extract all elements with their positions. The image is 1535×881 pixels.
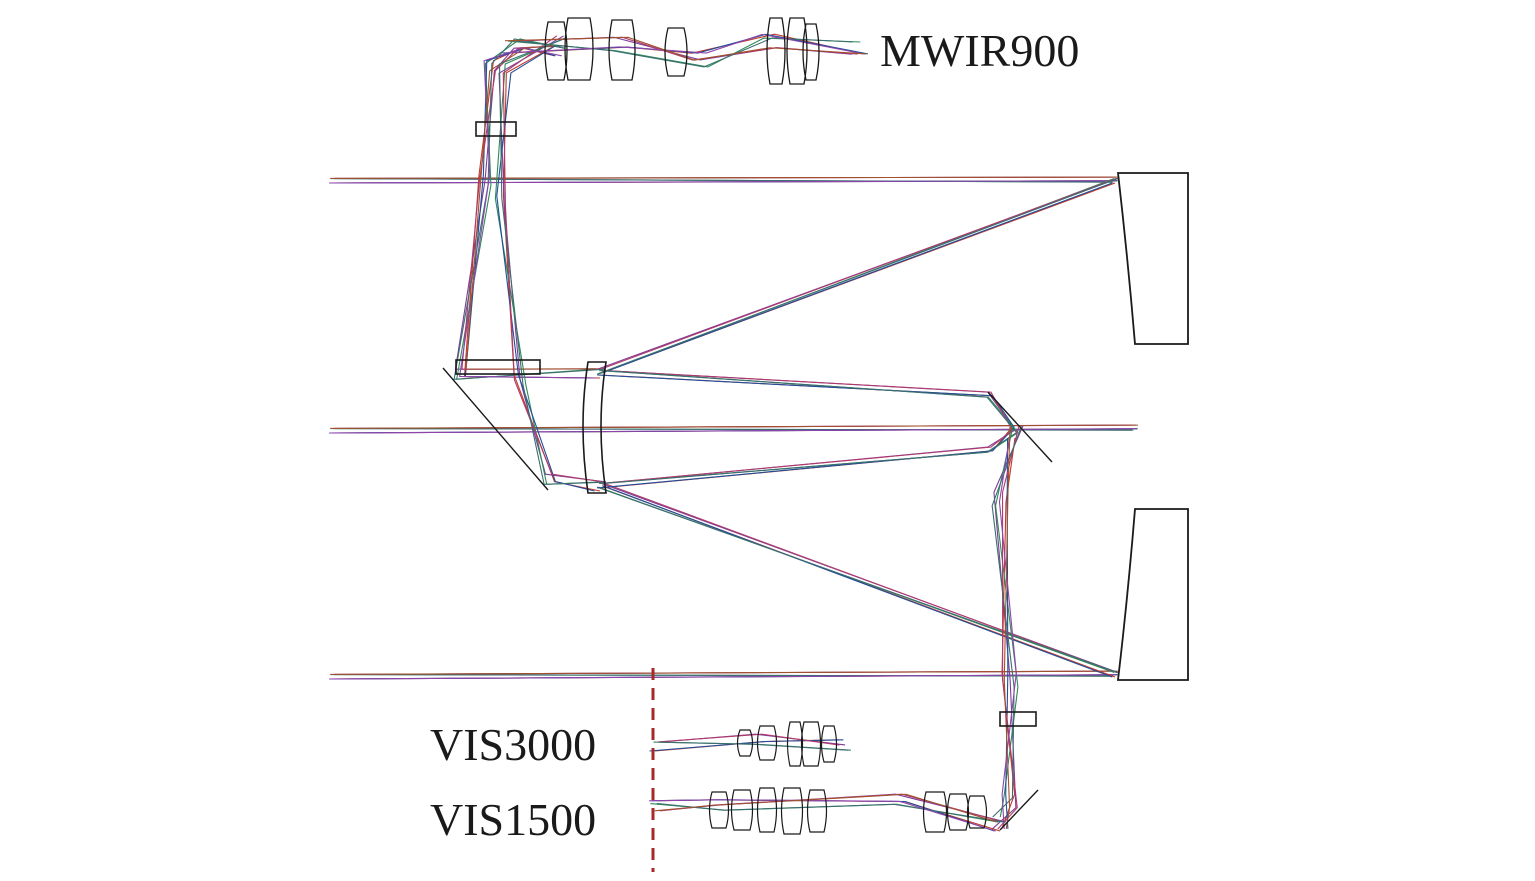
vis3000-lens-element bbox=[736, 729, 754, 757]
input-ray-middle bbox=[330, 424, 1138, 429]
secondary-to-fold-lower bbox=[601, 429, 1013, 484]
input-ray-bottom bbox=[330, 670, 1118, 675]
mwir-lens-element bbox=[564, 17, 594, 81]
mwir-relay-path bbox=[454, 45, 606, 370]
mwir-lens-element bbox=[608, 19, 636, 81]
vis3000-lens-element bbox=[800, 721, 822, 767]
secondary-to-fold-upper bbox=[602, 369, 1016, 431]
vis-relay-lens bbox=[999, 711, 1037, 727]
primary-to-secondary-upper bbox=[596, 178, 1118, 375]
right-fold-mirror bbox=[987, 391, 1053, 463]
secondary-to-fold-lower bbox=[602, 432, 1017, 485]
vis1500-lens-element bbox=[946, 793, 970, 831]
vis1500-lens-element bbox=[730, 789, 754, 831]
mwir-relay-lens bbox=[475, 121, 517, 137]
secondary-mirror bbox=[582, 361, 607, 494]
primary-to-secondary-lower bbox=[602, 485, 1113, 678]
mwir-relay-path-b bbox=[498, 35, 607, 483]
mwir-lens-element bbox=[786, 17, 808, 85]
vis1500-lens-element bbox=[966, 795, 988, 829]
vis-fold-path bbox=[997, 425, 1020, 830]
mwir-lens-element bbox=[802, 23, 820, 81]
vis1500-lens-element bbox=[708, 791, 730, 829]
ray-bundles bbox=[329, 33, 1138, 832]
input-ray-top bbox=[330, 176, 1118, 179]
input-ray-middle bbox=[329, 428, 1135, 434]
secondary-to-fold-upper bbox=[602, 370, 1017, 433]
vis3000-label: VIS3000 bbox=[430, 719, 597, 770]
input-ray-bottom bbox=[329, 674, 1115, 680]
vis-fold-path bbox=[991, 426, 1022, 818]
left-fold-element bbox=[455, 359, 541, 375]
vis-fold-path bbox=[1005, 437, 1009, 829]
mwir-relay-path-b bbox=[502, 45, 601, 492]
primary-to-secondary-upper bbox=[600, 177, 1117, 370]
mwir-lens-element bbox=[664, 27, 688, 77]
secondary-to-fold-upper bbox=[599, 369, 1019, 433]
vis1500-rays bbox=[649, 799, 996, 832]
vis1500-rays bbox=[656, 802, 1005, 823]
mwir-relay-path bbox=[463, 47, 601, 379]
secondary-to-fold-upper bbox=[601, 369, 1013, 431]
vis3000-rays bbox=[649, 739, 844, 752]
primary-mirror-lower bbox=[1116, 508, 1189, 681]
vis1500-rays bbox=[651, 799, 995, 832]
mwir900-label: MWIR900 bbox=[880, 25, 1080, 76]
mwir-lens-rays bbox=[504, 33, 865, 55]
mwir-relay-path bbox=[465, 45, 597, 370]
primary-mirror-upper bbox=[1116, 172, 1189, 345]
vis-fold-path bbox=[1003, 425, 1011, 830]
mwir-relay-path bbox=[461, 45, 603, 370]
secondary-to-fold-upper bbox=[597, 374, 1015, 428]
primary-to-secondary-lower bbox=[600, 481, 1117, 673]
vis-fold-mirror bbox=[999, 789, 1039, 831]
secondary-to-fold-lower bbox=[597, 427, 1015, 489]
mwir-relay-path-b bbox=[496, 45, 595, 492]
secondary-to-fold-lower bbox=[599, 432, 1019, 485]
vis3000-lens-element bbox=[820, 725, 838, 763]
mwir-relay-path-b bbox=[498, 37, 605, 485]
mwir-lens-element bbox=[766, 17, 786, 85]
vis3000-rays bbox=[659, 741, 849, 751]
primary-to-secondary-lower bbox=[596, 486, 1118, 674]
secondary-to-fold-upper bbox=[599, 374, 1013, 428]
vis3000-rays bbox=[657, 733, 840, 746]
vis1500-lens-element bbox=[806, 789, 828, 833]
mwir-relay-path bbox=[458, 47, 596, 379]
input-ray-top bbox=[329, 180, 1115, 184]
vis3000-lens-element bbox=[756, 725, 778, 761]
vis3000-lens-element bbox=[786, 721, 804, 767]
vis1500-lens-element bbox=[780, 787, 804, 835]
mwir-relay-path bbox=[464, 47, 595, 379]
vis1500-lens-element bbox=[756, 787, 778, 833]
vis-fold-path bbox=[998, 437, 1017, 830]
vis1500-label: VIS1500 bbox=[430, 794, 597, 845]
mwir-lens-rays bbox=[505, 36, 867, 61]
vis-fold-path bbox=[1001, 437, 1016, 829]
secondary-to-fold-lower bbox=[602, 429, 1016, 485]
mwir-relay-path-b bbox=[502, 35, 604, 483]
left-fold-mirror bbox=[442, 367, 549, 491]
primary-to-secondary-upper bbox=[602, 182, 1113, 374]
vis1500-lens-element bbox=[922, 791, 948, 833]
vis1500-rays bbox=[654, 793, 997, 823]
optical-elements bbox=[442, 17, 1189, 835]
mwir-lens-rays bbox=[516, 37, 853, 68]
